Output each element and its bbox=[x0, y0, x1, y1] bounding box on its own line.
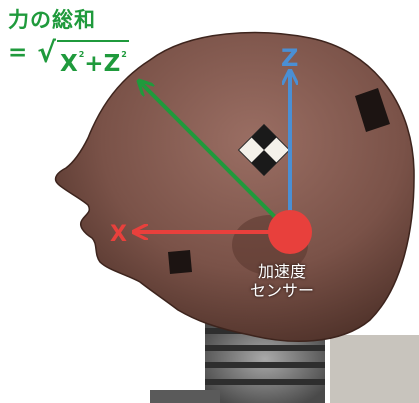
sensor-label-line2: センサー bbox=[250, 281, 314, 300]
dummy-head bbox=[56, 33, 414, 342]
x-axis-label: X bbox=[110, 222, 127, 247]
radicand: X2+Z2 bbox=[57, 40, 129, 77]
force-formula: = √ X2+Z2 bbox=[8, 40, 129, 77]
sensor-label: 加速度 センサー bbox=[250, 262, 314, 300]
formula-z-term: Z bbox=[104, 51, 121, 77]
z-axis-label: Z bbox=[281, 44, 298, 72]
radical-sign: √ bbox=[37, 40, 56, 66]
formula-z-exponent: 2 bbox=[121, 50, 127, 59]
formula-plus: + bbox=[84, 51, 103, 77]
sensor-label-line1: 加速度 bbox=[250, 262, 314, 281]
sensor-dot bbox=[268, 210, 312, 254]
formula-equals: = bbox=[8, 40, 27, 66]
formula-x-term: X bbox=[60, 51, 78, 77]
tape-mark-cheek bbox=[168, 250, 192, 274]
diagram-title: 力の総和 bbox=[8, 4, 96, 34]
